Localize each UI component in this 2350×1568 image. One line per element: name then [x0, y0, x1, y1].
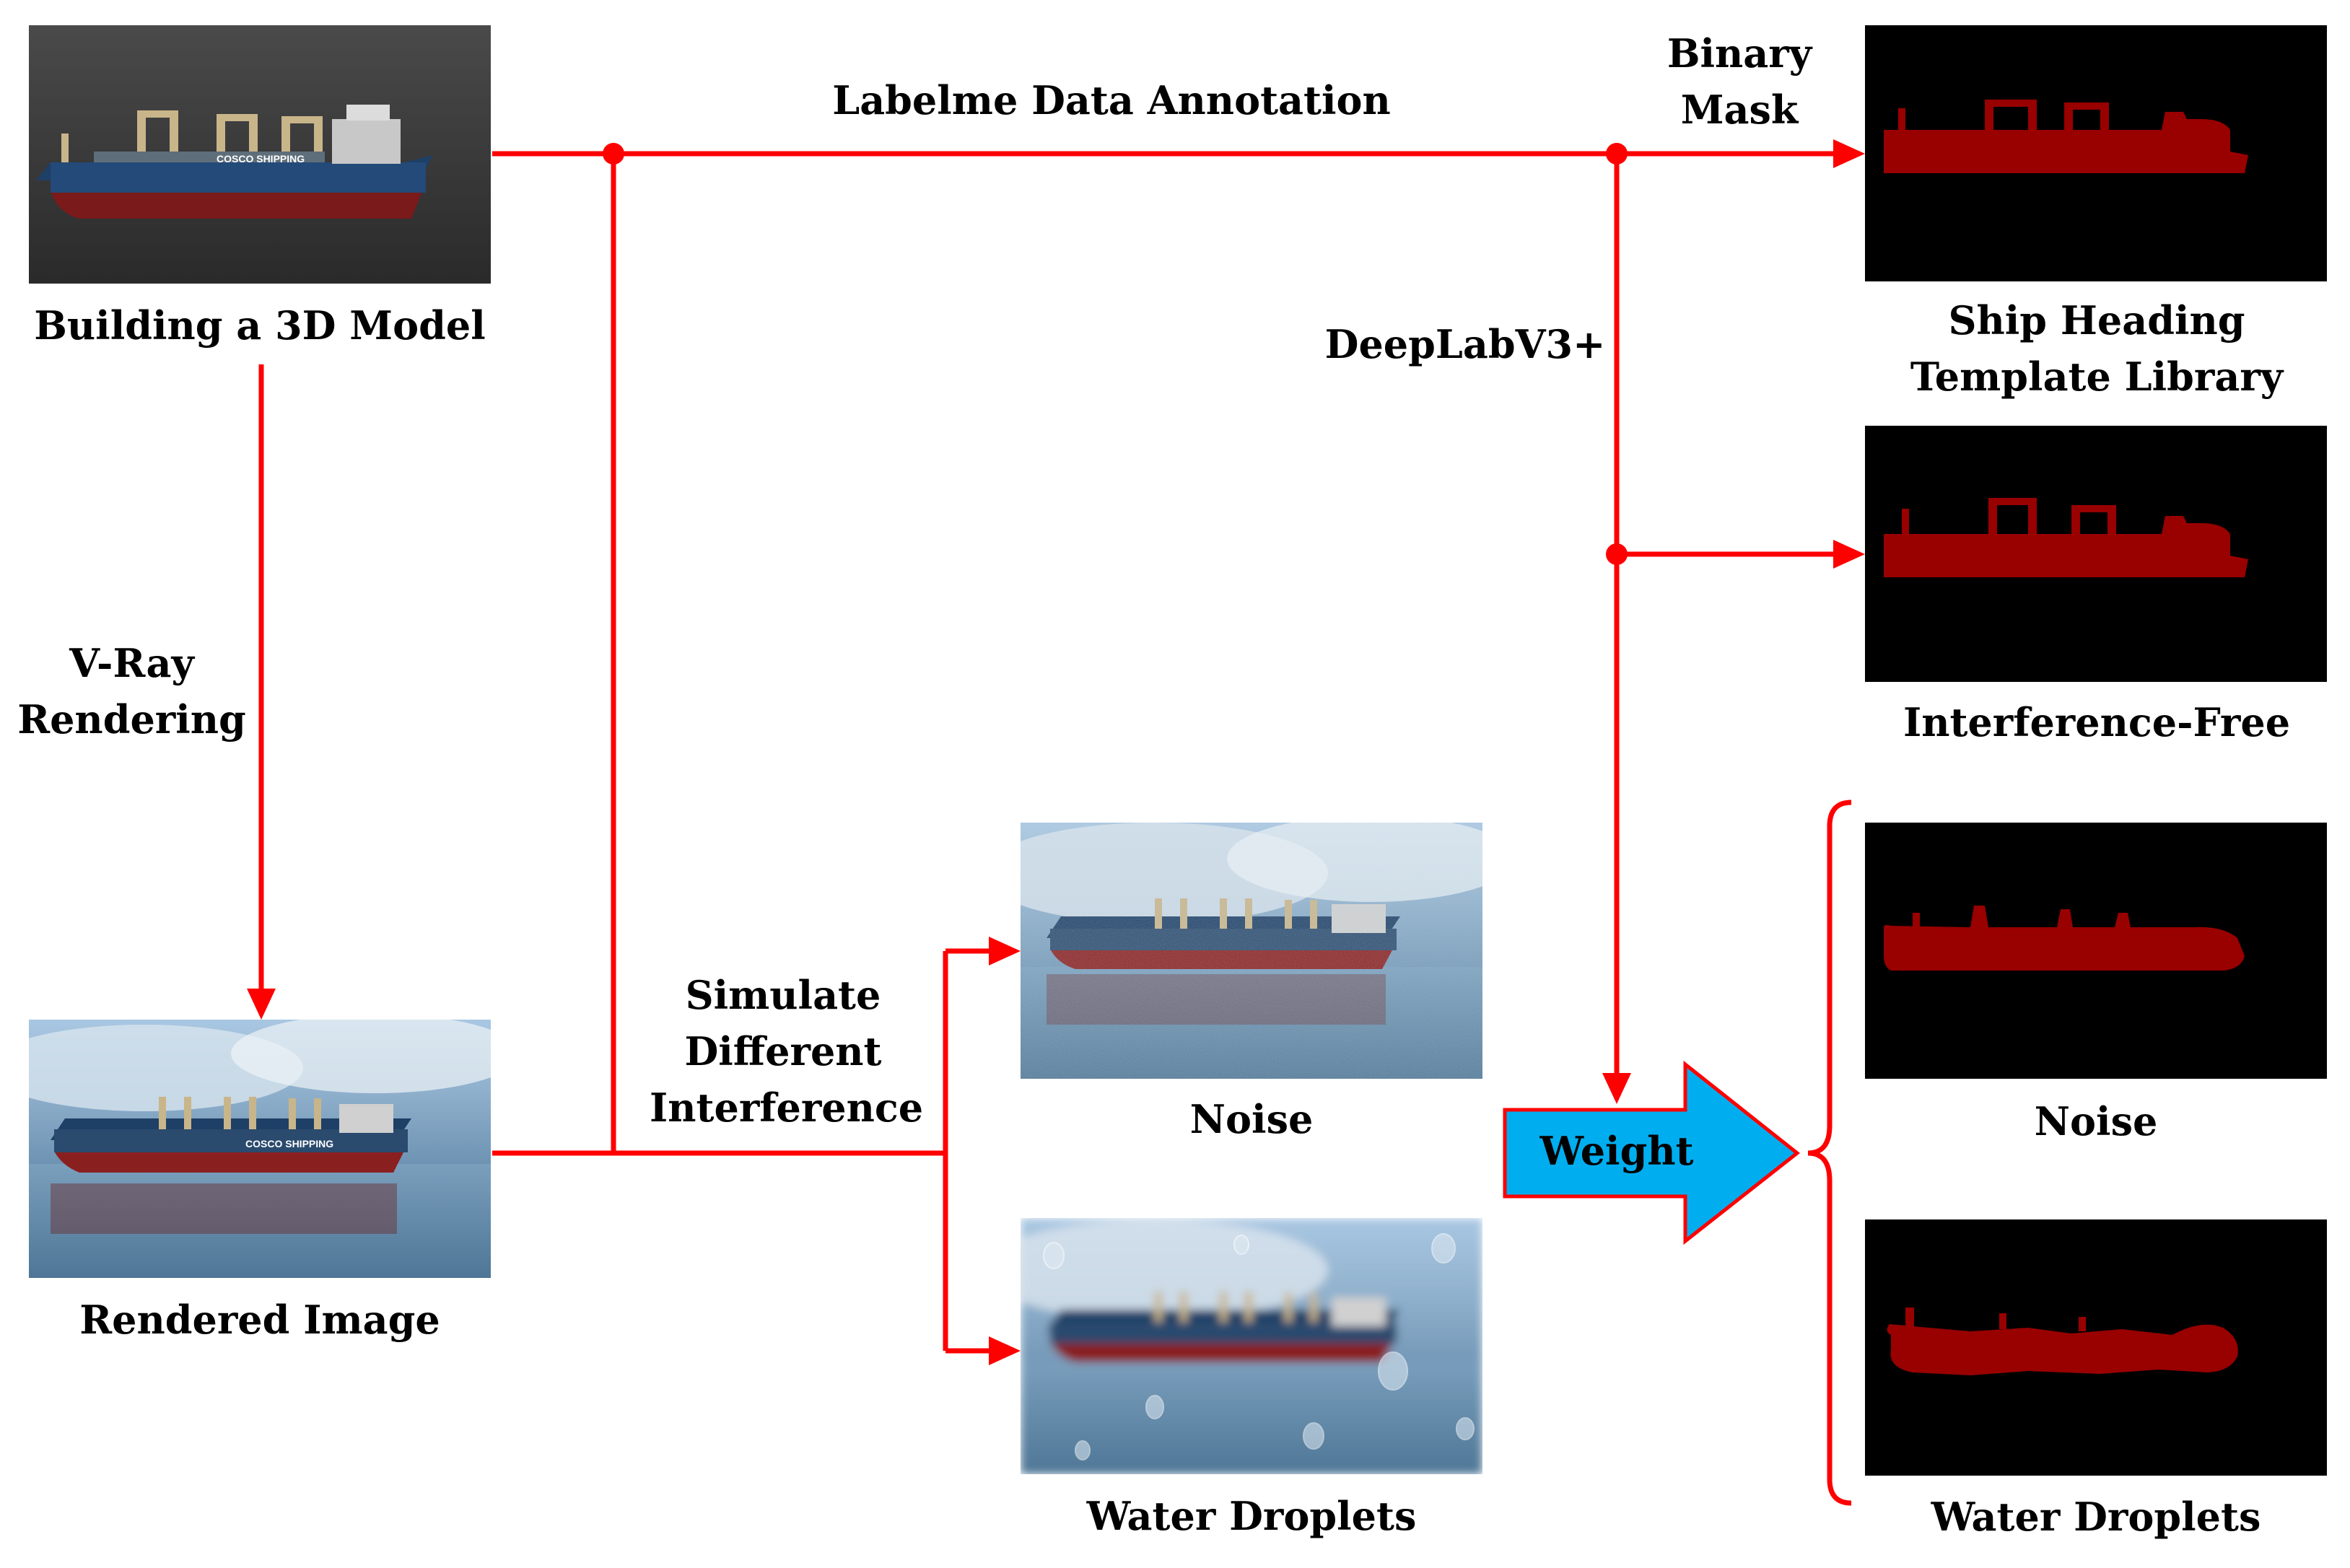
- labelme-label: Labelme Data Annotation: [832, 77, 1391, 123]
- weight-arrow: [1503, 1060, 1801, 1245]
- noise-input-image: [1021, 823, 1482, 1079]
- weight-label: Weight: [1539, 1128, 1694, 1174]
- water-input-caption: Water Droplets: [1086, 1493, 1417, 1539]
- interference-free-caption: Interference-Free: [1903, 699, 2291, 745]
- arrow-to-water-scene: [989, 1336, 1021, 1365]
- model-hull-text: COSCO SHIPPING: [217, 153, 305, 165]
- arrow-to-weight: [1602, 1073, 1631, 1104]
- water-output-caption: Water Droplets: [1931, 1494, 2261, 1540]
- model-ship-icon: COSCO SHIPPING: [36, 105, 433, 219]
- water-droplets-input-image: [1021, 1218, 1482, 1474]
- mask-noise: [1865, 823, 2327, 1079]
- mask-interference-free: [1865, 426, 2327, 682]
- droplet-icons: [1043, 1233, 1475, 1460]
- model-image: COSCO SHIPPING: [29, 25, 491, 284]
- junction-dots: [603, 143, 1628, 565]
- arrowheads: [247, 139, 1865, 1365]
- rendered-image: COSCO SHIPPING: [29, 1020, 491, 1278]
- deeplab-label: DeepLabV3+: [1324, 321, 1606, 367]
- arrow-to-noise-scene: [989, 937, 1021, 965]
- rendered-ship-icon: COSCO SHIPPING: [51, 1097, 411, 1173]
- mask-water-droplets: [1865, 1219, 2327, 1476]
- arrow-to-interference-free: [1833, 540, 1865, 569]
- rendered-caption: Rendered Image: [79, 1297, 440, 1343]
- arrow-to-rendered-image: [247, 989, 276, 1020]
- output-brace-icon: [1807, 800, 1852, 1506]
- noise-input-caption: Noise: [1189, 1096, 1314, 1142]
- noise-output-caption: Noise: [2034, 1098, 2158, 1144]
- model-caption: Building a 3D Model: [34, 302, 486, 349]
- arrow-to-template-library: [1833, 139, 1865, 168]
- mask-template-library: [1865, 25, 2327, 281]
- rendered-hull-text: COSCO SHIPPING: [245, 1138, 333, 1149]
